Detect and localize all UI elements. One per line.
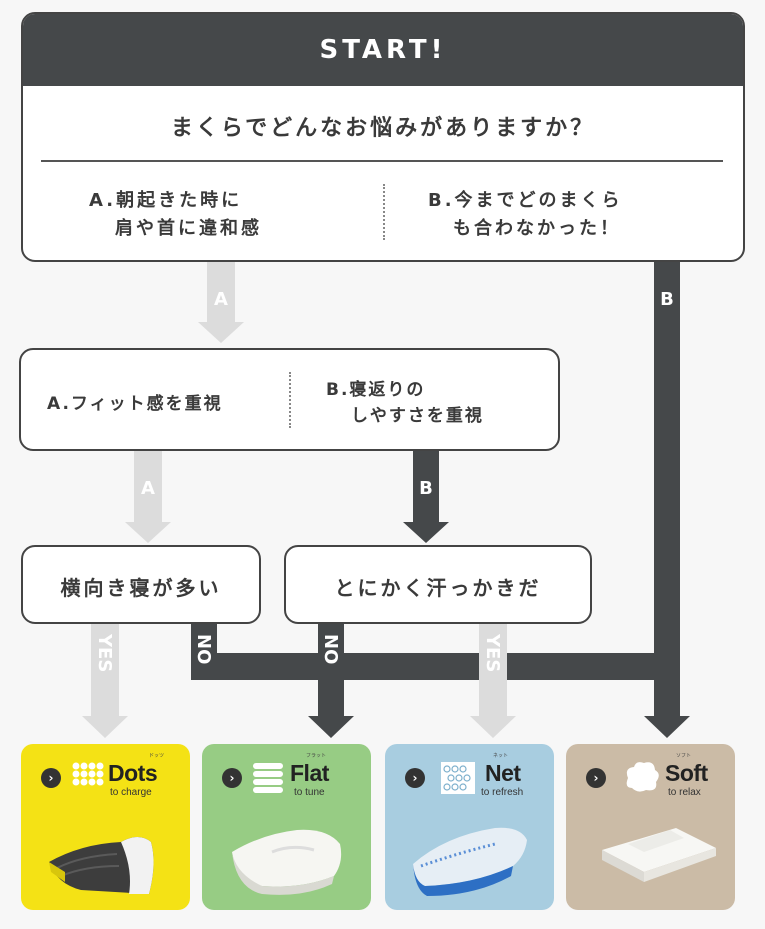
dots-icon (72, 762, 104, 786)
step2-question-box: A.フィット感を重視 B.寝返りの しやすさを重視 (19, 348, 560, 451)
step2-option-b-line2: しやすさを重視 (351, 406, 484, 426)
flat-pillow-image (232, 829, 342, 895)
arrow-yes-sweat-to-net: YES (470, 624, 516, 738)
arrow-yes-label-2: YES (482, 633, 503, 672)
dots-pillow-image (49, 837, 154, 894)
side-sleeper-box: 横向き寝が多い (21, 545, 261, 624)
arrow-a-start-to-step2: A (198, 262, 244, 343)
arrow-a-label: A (214, 289, 228, 310)
arrow-b-start-to-soft: B (644, 262, 690, 738)
chevron-right-icon: › (222, 768, 242, 788)
soft-pillow-image (602, 828, 716, 882)
arrow-no-label: NO (193, 634, 214, 664)
start-option-a-line2: 肩や首に違和感 (115, 218, 262, 239)
arrow-no-side-to-trunk: NO (191, 624, 667, 680)
arrow-b-step2-to-sweat: B (403, 450, 449, 543)
start-question: まくらでどんなお悩みがありますか？ (170, 116, 596, 141)
product-tagline-dots: to charge (110, 787, 152, 798)
flat-layers-icon (253, 763, 283, 793)
arrow-b-label: B (660, 289, 674, 310)
start-option-b-line1: B.今までどのまくら (428, 190, 623, 211)
product-ruby-dots: ドッツ (149, 753, 165, 759)
product-tagline-net: to refresh (481, 787, 524, 798)
product-card-flat[interactable]: › フラット Flat to tune (202, 744, 371, 910)
start-option-separator (383, 184, 385, 240)
product-name-flat: Flat (290, 760, 329, 786)
product-card-dots[interactable]: › ドッツ Dots to charge (21, 744, 190, 910)
net-spring-icon (441, 762, 475, 794)
arrow-no-sweat-to-flat: NO (308, 624, 354, 738)
start-divider (41, 160, 723, 162)
step2-option-a: A.フィット感を重視 (47, 394, 223, 414)
product-tagline-flat: to tune (294, 787, 325, 798)
product-name-dots: Dots (108, 760, 158, 786)
product-card-soft[interactable]: › ソフト Soft to relax (566, 744, 735, 910)
start-option-a-line1: A.朝起きた時に (89, 190, 243, 211)
start-option-b-line2: も合わなかった！ (453, 218, 621, 239)
arrow-yes-label: YES (94, 633, 115, 672)
start-question-box: START! まくらでどんなお悩みがありますか？ A.朝起きた時に 肩や首に違和… (21, 12, 745, 262)
net-pillow-image (413, 827, 527, 896)
product-ruby-flat: フラット (306, 753, 327, 759)
product-name-soft: Soft (665, 760, 708, 786)
arrow-no-label-2: NO (320, 634, 341, 664)
chevron-right-icon: › (586, 768, 606, 788)
product-ruby-soft: ソフト (676, 753, 692, 759)
product-tagline-soft: to relax (668, 787, 701, 798)
start-header (23, 14, 743, 86)
start-title: START! (319, 35, 447, 65)
arrow-a-step2-to-side: A (125, 450, 171, 543)
arrow-yes-side-to-dots: YES (82, 624, 128, 738)
soft-cloud-icon (626, 762, 659, 792)
chevron-right-icon: › (41, 768, 61, 788)
sweaty-box: とにかく汗っかきだ (284, 545, 592, 624)
product-card-net[interactable]: › ネット Net to refresh (385, 744, 554, 910)
product-name-net: Net (485, 760, 521, 786)
sweaty-text: とにかく汗っかきだ (334, 576, 542, 600)
arrow-b-label-2: B (419, 478, 433, 499)
arrow-a-label-2: A (141, 478, 155, 499)
side-sleeper-text: 横向き寝が多い (60, 576, 222, 600)
step2-option-b-line1: B.寝返りの (326, 380, 426, 400)
chevron-right-icon: › (405, 768, 425, 788)
step2-option-separator (289, 372, 291, 428)
product-ruby-net: ネット (493, 753, 509, 759)
